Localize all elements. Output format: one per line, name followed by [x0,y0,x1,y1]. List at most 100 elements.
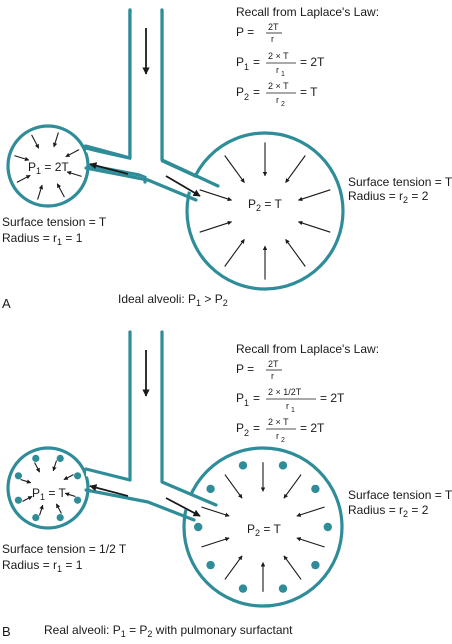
large-pressure-b: P2 = T [247,522,281,538]
pressure-arrow [34,462,41,473]
eq1-num-a: 2T [268,22,279,32]
pressure-arrow [38,504,44,516]
inward-arrows-large-a [199,142,331,280]
pressure-arrow [224,155,245,183]
eq2-den-a: r [276,65,279,75]
eq3-num-b: 2 × T [268,417,289,427]
flow-arrows-b [89,350,201,517]
large-pressure-a: P2 = T [248,197,282,213]
panel-letter-a: A [2,296,11,311]
flow-arrow-left [89,162,129,175]
pressure-arrow [201,537,230,548]
surfactant-dot [323,522,332,532]
pressure-arrow [65,149,80,158]
flow-arrows-a [89,28,201,197]
eq2-den-sub-b: 1 [291,407,295,414]
small-tension-a: Surface tension = T [2,215,107,229]
surfactant-dot [278,584,288,593]
eq3-den-sub-b: 2 [281,437,285,444]
recall-title-a: Recall from Laplace's Law: [236,5,379,19]
pressure-arrow [285,239,306,267]
eq1-lhs-a: P = [236,25,254,39]
eq2-eq-b: = [253,391,260,405]
large-radius-a: Radius = r2 = 2 [348,189,429,205]
inward-arrows-small-a [14,132,82,200]
pressure-arrow [52,132,59,148]
caption-b: Real alveoli: P1 = P2 with pulmonary sur… [44,623,293,639]
pressure-arrow [296,506,325,517]
eq2-num-a: 2 × T [268,51,289,61]
pressure-arrow [55,503,62,514]
pressure-arrow [283,555,302,580]
eq1-lhs-b: P = [236,362,254,376]
surfactant-dot [32,454,40,462]
eq2-den-sub-a: 1 [281,71,285,78]
eq3-sub-a: 2 [244,92,249,102]
large-tension-a: Surface tension = T [348,175,452,189]
surfactant-dot [311,560,320,570]
small-radius-b: Radius = r1 = 1 [2,558,83,574]
small-alveolus-b [6,446,90,530]
surfactant-dot [14,472,22,480]
surfactant-dot [56,454,64,462]
surfactant-dot [14,496,22,504]
flow-arrow-right [165,175,201,197]
surfactant-dot [32,514,40,522]
small-pressure-a: P1 = 2T [28,160,69,176]
pressure-arrow [63,474,74,481]
pressure-arrow [285,155,306,183]
eq2-den-b: r [286,401,289,411]
surfactant-dot [311,484,320,494]
surfactant-dots-large [194,461,332,593]
surfactant-dot [206,560,215,570]
surfactant-dot [56,514,64,522]
large-tension-b: Surface tension = T [348,488,452,502]
large-alveolus-b [182,446,344,608]
eq2-num-b: 2 × 1/2T [268,387,302,397]
recall-title-b: Recall from Laplace's Law: [236,342,379,356]
pressure-arrow [224,555,243,580]
pressure-arrow [199,189,233,202]
pressure-arrow [64,492,76,498]
surfactant-dots-small [14,454,82,522]
eq3-eq-b: = [253,421,260,435]
panel-letter-b: B [2,624,11,639]
small-tension-b: Surface tension = 1/2 T [2,542,127,556]
large-radius-b: Radius = r2 = 2 [348,503,429,519]
surfactant-dot [74,496,82,504]
flow-arrow-right [165,497,201,517]
surfactant-dot [206,484,215,494]
eq3-lhs-a: P [236,85,244,99]
pressure-arrow [16,174,31,183]
pressure-arrow [20,478,32,484]
eq2-result-b: = 2T [320,391,345,405]
surfactant-dot [74,472,82,480]
pressure-arrow [201,506,230,517]
eq3-result-a: = T [300,85,318,99]
pressure-arrow [297,189,331,202]
eq2-lhs-a: P [236,55,244,69]
eq1-den-b: r [271,371,274,381]
inward-arrows-small-b [20,460,76,516]
eq3-den-a: r [276,95,279,105]
pressure-arrow [31,134,40,149]
surfactant-dot [278,461,288,470]
surfactant-dot [194,522,203,532]
pressure-arrow [37,184,44,200]
pressure-arrow [66,170,82,177]
pressure-arrow [52,460,58,472]
eq3-den-sub-a: 2 [281,101,285,108]
surfactant-dot [238,584,248,593]
eq3-result-b: = 2T [300,421,325,435]
pressure-arrow [224,239,245,267]
eq2-lhs-b: P [236,391,244,405]
pressure-arrow [56,183,65,198]
eq2-sub-a: 1 [244,62,249,72]
inward-arrows-large-b [201,462,325,592]
small-radius-a: Radius = r1 = 1 [2,231,83,247]
small-pressure-b: P1 = T [32,486,66,502]
panel-a: Recall from Laplace's Law: P = 2T r P 1 … [2,5,452,311]
pressure-arrow [296,537,325,548]
pressure-arrow [224,474,243,499]
panel-b: Recall from Laplace's Law: P = 2T r P 1 … [2,330,452,639]
